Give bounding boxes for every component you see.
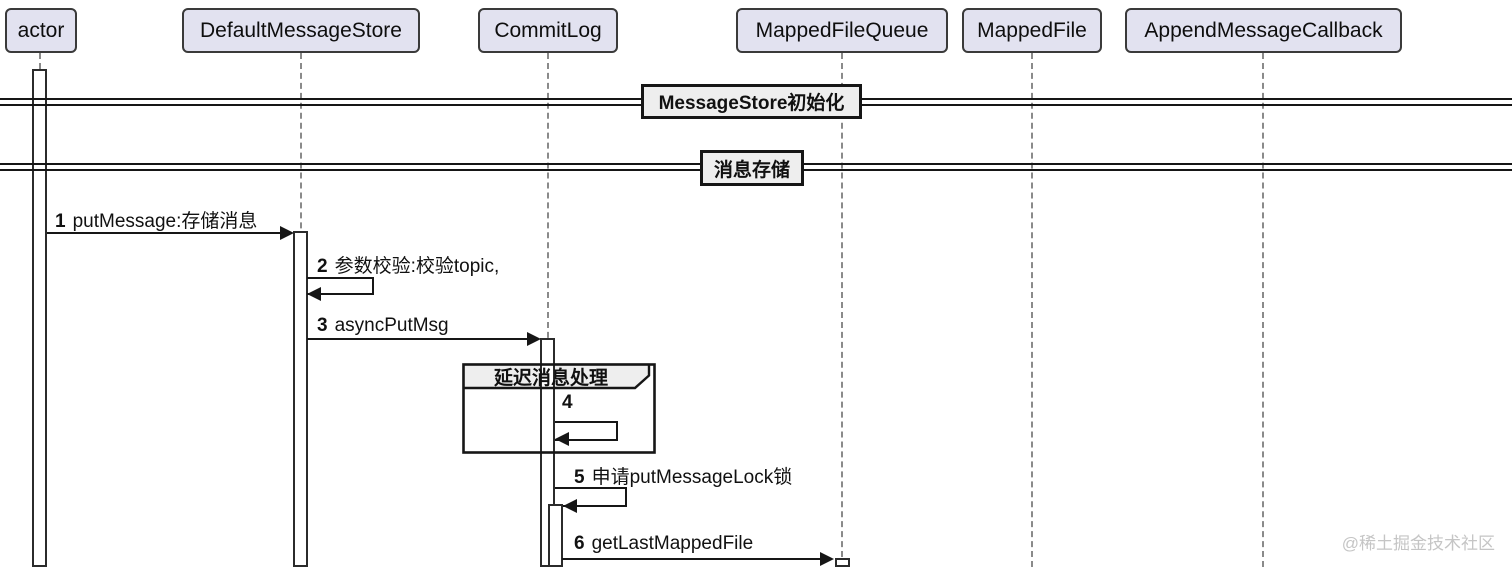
message-6-number: 6 (574, 533, 585, 554)
message-1-label: 1 putMessage:存储消息 (55, 206, 257, 233)
message-2-arrowhead-icon (307, 287, 321, 301)
message-1-line (47, 232, 280, 234)
participant-mappedfilequeue: MappedFileQueue (736, 8, 948, 53)
message-3-arrowhead-icon (527, 332, 541, 346)
message-2-text: 参数校验:校验topic, (334, 256, 500, 277)
message-5-label: 5 申请putMessageLock锁 (574, 462, 792, 489)
group-header-background (462, 363, 649, 389)
message-4-self-line (555, 421, 618, 441)
divider-message-store: 消息存储 (700, 150, 804, 186)
message-2-label: 2 参数校验:校验topic, (317, 251, 499, 278)
group-frame (462, 363, 656, 454)
participant-commitlog: CommitLog (478, 8, 618, 53)
participant-actor: actor (5, 8, 77, 53)
message-1-text: putMessage:存储消息 (72, 211, 258, 232)
message-4-label: 4 (562, 392, 580, 414)
message-6-arrowhead-icon (820, 552, 834, 566)
message-4-arrowhead-icon (555, 432, 569, 446)
lifeline-appendmessagecallback (1262, 53, 1264, 567)
message-6-line (562, 558, 821, 560)
group-label: 延迟消息处理 (493, 367, 608, 389)
message-5-line-bottom (563, 505, 627, 507)
divider-messagestore-init: MessageStore初始化 (641, 84, 862, 119)
message-5-line-top (555, 487, 627, 489)
activation-bar-mappedfilequeue (835, 558, 850, 567)
message-3-label: 3 asyncPutMsg (317, 315, 449, 337)
participant-defaultmessagestore: DefaultMessageStore (182, 8, 420, 53)
message-3-number: 3 (317, 315, 328, 336)
message-3-line (307, 338, 528, 340)
message-2-self-line (307, 277, 374, 295)
activation-bar-defaultmessagestore (293, 231, 308, 567)
activation-bar-actor (32, 69, 47, 567)
message-4-number: 4 (562, 392, 573, 413)
lifeline-mappedfilequeue (841, 53, 843, 567)
lifeline-mappedfile (1031, 53, 1033, 567)
message-5-number: 5 (574, 467, 585, 488)
message-5-arrowhead-icon (563, 499, 577, 513)
participant-appendmessagecallback: AppendMessageCallback (1125, 8, 1402, 53)
lifeline-commitlog (547, 53, 549, 567)
message-6-text: getLastMappedFile (591, 533, 754, 554)
message-5-line-right (625, 487, 627, 507)
message-3-text: asyncPutMsg (334, 315, 449, 336)
participant-mappedfile: MappedFile (962, 8, 1102, 53)
message-5-text: 申请putMessageLock锁 (591, 467, 793, 488)
message-2-number: 2 (317, 256, 328, 277)
message-1-number: 1 (55, 211, 66, 232)
activation-bar-commitlog-nested (548, 504, 563, 567)
watermark: @稀土掘金技术社区 (1341, 534, 1495, 553)
message-6-label: 6 getLastMappedFile (574, 533, 753, 555)
message-1-arrowhead-icon (280, 226, 294, 240)
